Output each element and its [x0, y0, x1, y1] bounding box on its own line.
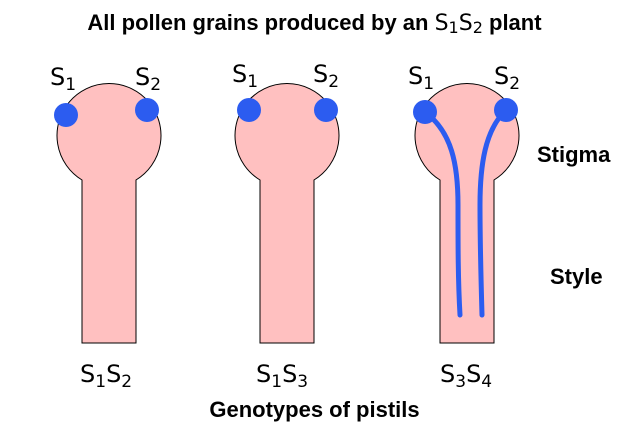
pistil-1-genotype: S1S2	[80, 360, 132, 392]
pistil-3-pollen-1-label: S1	[408, 62, 434, 94]
pistil-1-pollen-2	[135, 98, 159, 122]
pistil-3-pollen-1	[413, 100, 437, 124]
pistil-1-pollen-1	[54, 103, 78, 127]
stigma-label: Stigma	[537, 142, 610, 168]
pistil-2-pollen-2-label: S2	[313, 60, 339, 92]
pistil-2-pollen-2	[314, 98, 338, 122]
pistil-3-pollen-2-label: S2	[494, 62, 520, 94]
pistil-2-pollen-1	[237, 98, 261, 122]
pistil-3: S1 S2 S3S4	[408, 62, 520, 392]
pistil-1-pollen-1-label: S1	[50, 63, 76, 95]
pistil-2-genotype: S1S3	[256, 360, 308, 392]
pistil-1: S1 S2 S1S2	[50, 63, 161, 392]
pistil-3-genotype: S3S4	[440, 360, 492, 392]
style-label: Style	[550, 264, 603, 290]
pistil-3-pollen-2	[494, 98, 518, 122]
pistil-1-pollen-2-label: S2	[135, 63, 161, 95]
pistil-2: S1 S2 S1S3	[232, 60, 339, 392]
pistil-2-body	[235, 84, 339, 343]
pistil-2-pollen-1-label: S1	[232, 60, 258, 92]
pistil-genotypes-caption: Genotypes of pistils	[0, 397, 629, 423]
